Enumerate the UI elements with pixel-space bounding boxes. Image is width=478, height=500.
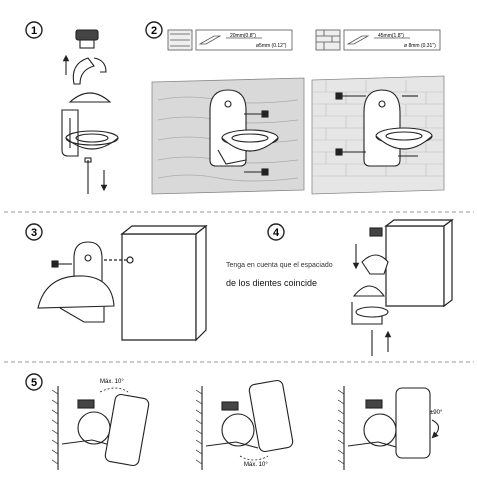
step1-exploded-bracket xyxy=(61,29,119,194)
masonry-wall-anchors xyxy=(335,92,418,157)
step3-speaker-box xyxy=(104,224,208,342)
masonry-drill-spec xyxy=(343,29,441,51)
masonry-wall-bracket xyxy=(363,89,433,167)
wood-drill-label: ø5mm (0.12") xyxy=(256,43,287,49)
step3-bracket xyxy=(37,241,115,323)
step-4-badge: 4 xyxy=(267,223,285,241)
step-2-number: 2 xyxy=(151,25,157,37)
tilt-down-label: Máx. 10° xyxy=(244,462,268,468)
step-2-badge: 2 xyxy=(145,21,163,39)
masonry-depth-label: 45mm(1.8") xyxy=(378,33,404,39)
step-3-number: 3 xyxy=(31,227,37,239)
step4-note-line2: de los dientes coincide xyxy=(226,278,318,288)
masonry-drill-label: ø 8mm (0.31") xyxy=(404,43,436,49)
step5-rotate-view xyxy=(337,386,440,470)
step5-tilt-down-view xyxy=(195,379,294,470)
step-1-badge: 1 xyxy=(25,21,43,39)
wood-wall-screws xyxy=(244,110,269,176)
wood-depth-label: 20mm(0.8") xyxy=(230,33,256,39)
wood-wall-icon xyxy=(167,29,193,51)
rotate-label: ±90° xyxy=(430,410,443,416)
step-5-badge: 5 xyxy=(25,373,43,391)
step-3-badge: 3 xyxy=(25,223,43,241)
step-1-number: 1 xyxy=(31,25,37,37)
step-4-number: 4 xyxy=(273,227,280,239)
step4-note-line1: Tenga en cuenta que el espaciado xyxy=(226,262,333,269)
wood-wall-bracket xyxy=(209,89,279,167)
step-5-number: 5 xyxy=(31,377,37,389)
wood-drill-spec xyxy=(195,29,293,51)
masonry-wall-icon xyxy=(315,29,341,51)
tilt-up-label: Máx. 10° xyxy=(100,379,124,385)
step4-speaker-box xyxy=(384,218,454,308)
step4-exploded-bracket xyxy=(351,227,392,356)
step5-tilt-up-view xyxy=(51,386,150,470)
